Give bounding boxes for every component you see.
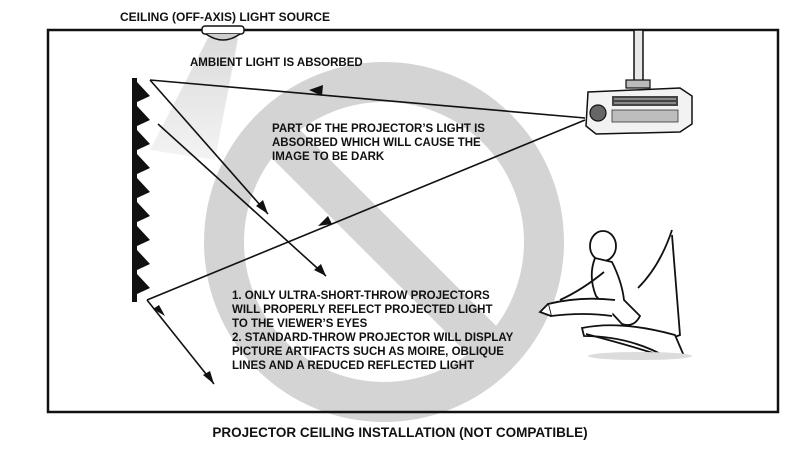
absorbed-line-2: ABSORBED WHICH WILL CAUSE THE bbox=[272, 137, 481, 149]
alr-screen-icon bbox=[132, 78, 150, 302]
note-line-5: PICTURE ARTIFACTS SUCH AS MOIRE, OBLIQUE bbox=[232, 346, 504, 358]
diagram-caption: PROJECTOR CEILING INSTALLATION (NOT COMP… bbox=[212, 425, 587, 440]
prohibition-icon bbox=[204, 62, 564, 422]
arrowhead bbox=[309, 85, 323, 96]
absorbed-note: PART OF THE PROJECTOR’S LIGHT IS ABSORBE… bbox=[272, 123, 485, 163]
light-source-label: CEILING (OFF-AXIS) LIGHT SOURCE bbox=[120, 10, 330, 24]
viewer-shadow bbox=[588, 352, 692, 360]
absorbed-line-1: PART OF THE PROJECTOR’S LIGHT IS bbox=[272, 123, 485, 135]
ceiling-lamp-icon bbox=[201, 25, 245, 41]
arrowheads bbox=[153, 85, 332, 384]
arrowhead bbox=[203, 371, 214, 384]
arrowhead bbox=[314, 264, 326, 276]
ambient-light-label: AMBIENT LIGHT IS ABSORBED bbox=[190, 57, 363, 69]
arrowhead bbox=[318, 216, 332, 226]
reflected-ray bbox=[146, 299, 215, 385]
absorbed-line-3: IMAGE TO BE DARK bbox=[272, 151, 385, 163]
light-rays bbox=[146, 79, 586, 385]
note-line-3: TO THE VIEWER’S EYES bbox=[232, 318, 368, 330]
projector-ray-lower bbox=[146, 119, 586, 301]
lamp-ray-mid bbox=[157, 123, 327, 277]
note-line-4: 2. STANDARD-THROW PROJECTOR WILL DISPLAY bbox=[232, 332, 514, 344]
arrowhead bbox=[153, 305, 165, 316]
arrowhead bbox=[256, 200, 268, 214]
note-line-2: WILL PROPERLY REFLECT PROJECTED LIGHT bbox=[232, 304, 492, 316]
note-line-6: LINES AND A REDUCED REFLECTED LIGHT bbox=[232, 360, 474, 372]
note-line-1: 1. ONLY ULTRA-SHORT-THROW PROJECTORS bbox=[232, 290, 490, 302]
room-frame bbox=[46, 28, 780, 414]
seated-viewer-icon bbox=[538, 229, 686, 359]
compatibility-notes: 1. ONLY ULTRA-SHORT-THROW PROJECTORS WIL… bbox=[232, 290, 514, 372]
projector-ray-ambient bbox=[149, 79, 586, 119]
ceiling-projector-icon bbox=[585, 29, 693, 135]
lamp-ray-upper bbox=[149, 79, 269, 215]
light-cone bbox=[150, 38, 238, 160]
